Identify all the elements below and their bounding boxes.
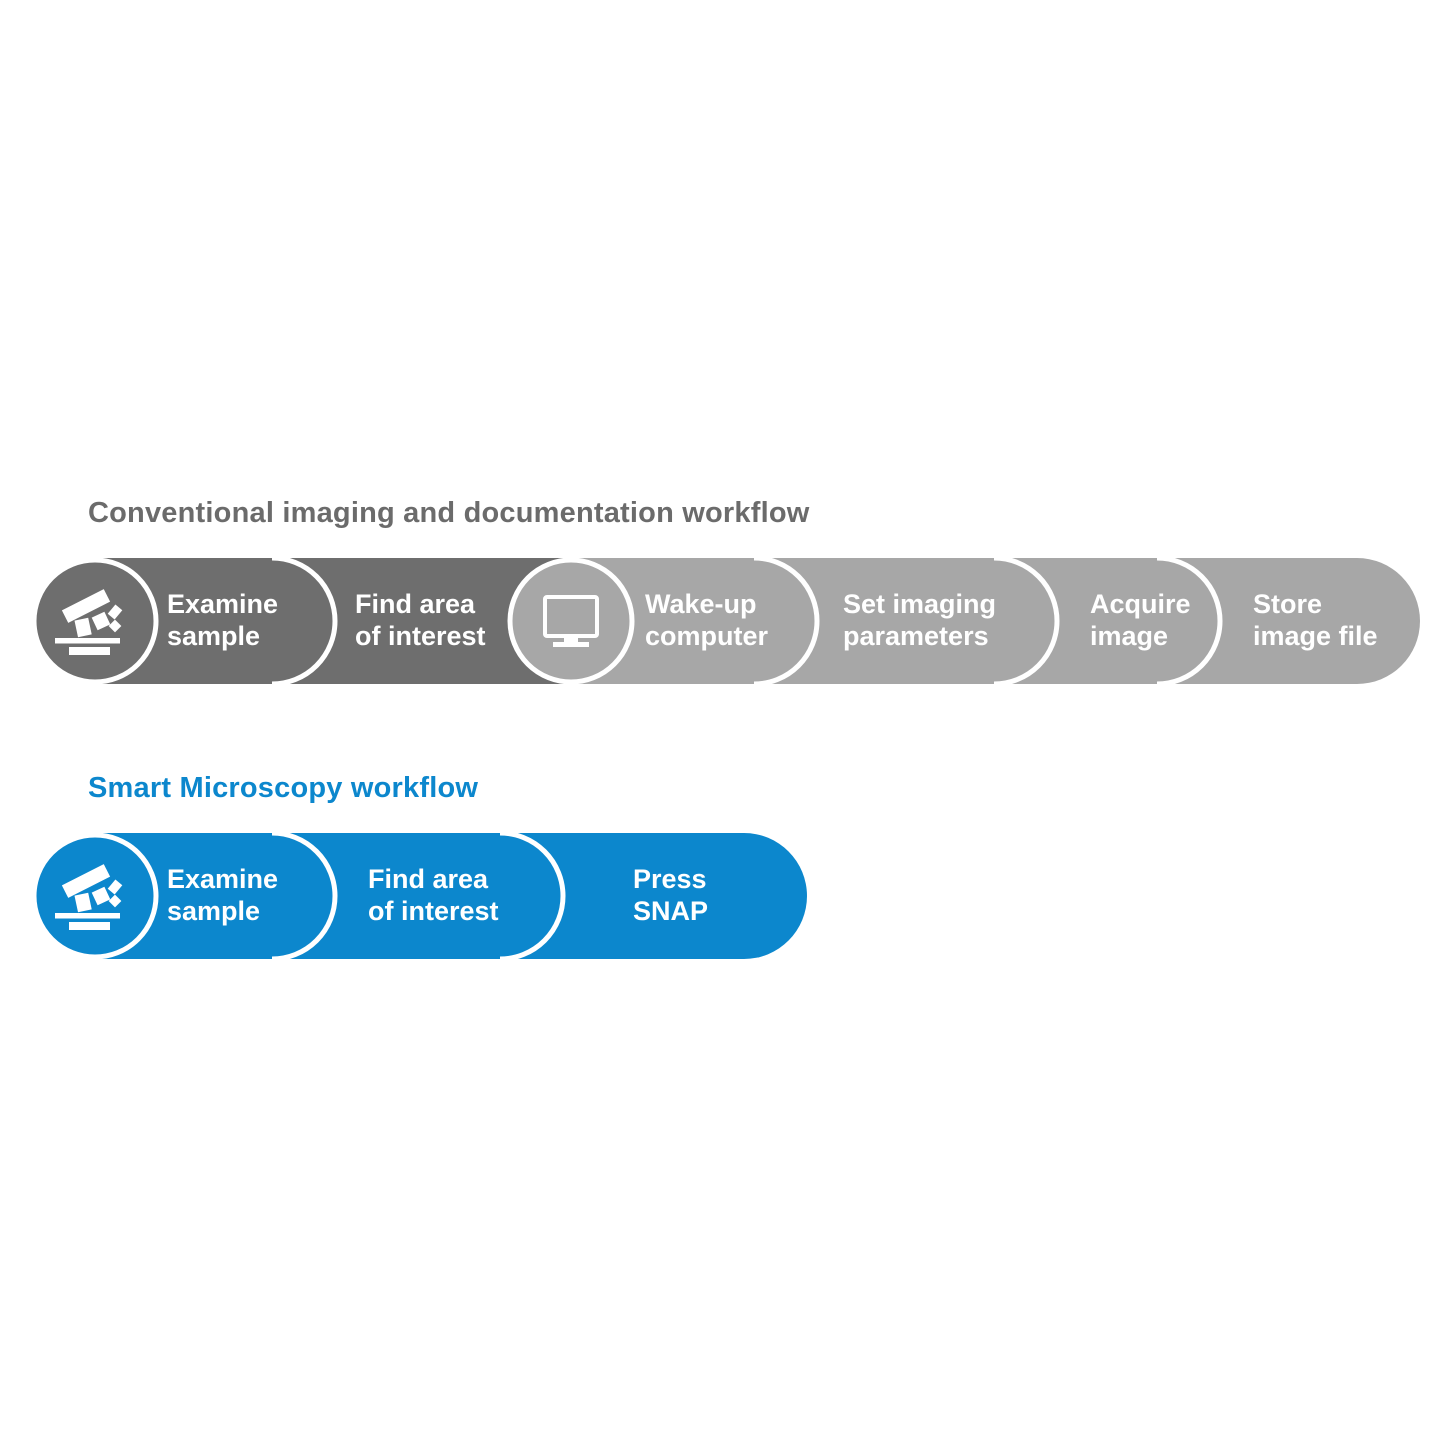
conv-step-wake-up-line2: computer [645,621,769,651]
conv-step-store-line2: image file [1253,621,1378,651]
conv-step-find-area-line1: Find area [355,589,476,619]
conv-step-acquire-line2: image [1090,621,1168,651]
conventional-workflow-title: Conventional imaging and documentation w… [88,497,810,529]
smart-workflow-bar: Examine sample Find area of interest Pre… [31,830,807,962]
smart-step-examine-line1: Examine [167,864,278,894]
separator-arc [499,830,566,962]
smart-step-find-area-line1: Find area [368,864,489,894]
smart-step-press-snap-line1: Press [633,864,707,894]
smart-blue-segment [95,833,807,959]
smart-step-find-area-line2: of interest [368,896,499,926]
separator-arc [271,830,338,962]
conv-step-examine-line1: Examine [167,589,278,619]
conv-step-store-line1: Store [1253,589,1322,619]
separator-arc [993,555,1060,687]
conv-step-find-area-line2: of interest [355,621,486,651]
smart-workflow-title: Smart Microscopy workflow [88,772,479,804]
smart-step-press-snap-line2: SNAP [633,896,708,926]
separator-arc [753,555,820,687]
separator-arc [1156,555,1223,687]
separator-arc [271,555,338,687]
conv-step-wake-up-line1: Wake-up [645,589,757,619]
conv-step-set-imaging-line2: parameters [843,621,989,651]
smart-step-examine-line2: sample [167,896,260,926]
monitor-circle [507,557,635,685]
conventional-workflow-bar: Examine sample Find area of interest Wak… [31,555,1420,687]
conventional-light-segment [571,558,1420,684]
conv-step-set-imaging-line1: Set imaging [843,589,996,619]
conv-step-acquire-line1: Acquire [1090,589,1191,619]
conv-step-examine-line2: sample [167,621,260,651]
